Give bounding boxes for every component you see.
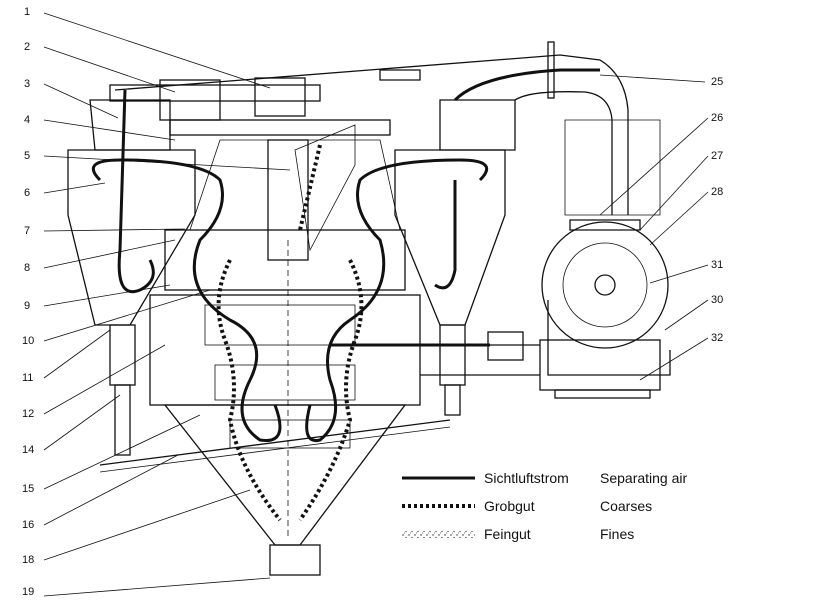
legend-label-en: Fines bbox=[600, 526, 635, 542]
callout-label: 12 bbox=[22, 408, 35, 420]
fan bbox=[420, 221, 671, 399]
legend-label-en: Coarses bbox=[600, 498, 653, 514]
callout-label: 6 bbox=[24, 187, 31, 199]
coarse-flow-lines bbox=[216, 144, 364, 522]
separator-housing bbox=[99, 229, 451, 576]
air-flow-lines bbox=[91, 68, 600, 443]
callout-label: 8 bbox=[24, 262, 31, 274]
legend-label-de: Sichtluftstrom bbox=[484, 470, 569, 486]
callout-label: 9 bbox=[24, 300, 31, 312]
callout-label: 30 bbox=[711, 294, 724, 306]
callout-label: 2 bbox=[24, 41, 31, 53]
callout-label: 7 bbox=[24, 225, 31, 237]
callout-label: 19 bbox=[22, 586, 35, 598]
callout-label: 15 bbox=[22, 483, 35, 495]
callout-label: 31 bbox=[711, 259, 724, 271]
legend-label-de: Feingut bbox=[484, 526, 531, 542]
leader-lines bbox=[43, 12, 709, 597]
callout-label: 4 bbox=[24, 114, 31, 126]
legend-swatch-stipple bbox=[402, 530, 475, 538]
callout-label: 32 bbox=[711, 332, 724, 344]
callout-label: 10 bbox=[22, 335, 35, 347]
legend-label-en: Separating air bbox=[600, 470, 688, 486]
callout-label: 26 bbox=[711, 112, 724, 124]
callout-label: 27 bbox=[711, 150, 724, 162]
callout-label: 28 bbox=[711, 186, 724, 198]
callout-label: 25 bbox=[711, 76, 724, 88]
legend-label-de: Grobgut bbox=[484, 498, 535, 514]
top-assembly bbox=[109, 77, 401, 261]
legend-swatches bbox=[402, 476, 475, 538]
right-cyclone bbox=[394, 99, 516, 416]
callout-label: 5 bbox=[24, 150, 31, 162]
callout-label: 11 bbox=[22, 372, 34, 384]
left-cyclone bbox=[67, 99, 196, 456]
callout-label: 3 bbox=[24, 78, 31, 90]
callout-label: 16 bbox=[22, 519, 35, 531]
callout-label: 1 bbox=[24, 6, 31, 18]
callout-label: 18 bbox=[22, 554, 35, 566]
callout-label: 14 bbox=[22, 444, 35, 456]
